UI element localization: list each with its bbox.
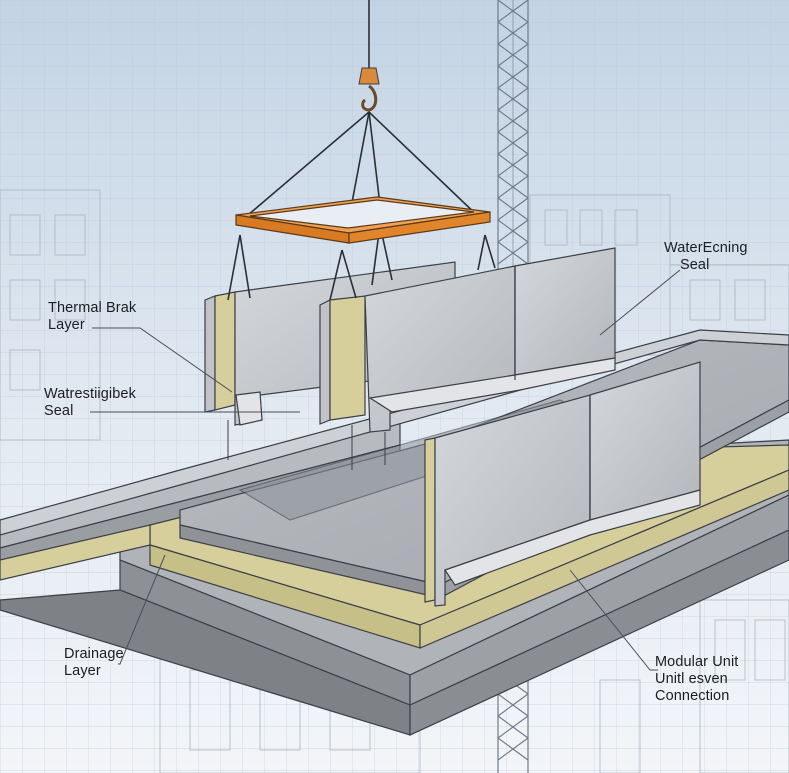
label-line: Connection	[655, 688, 730, 704]
label-line: Drainage	[64, 646, 124, 662]
label-line: Layer	[64, 663, 101, 679]
label-watertight-seal: Watrestiigibek Seal	[44, 386, 136, 420]
crane-hook-icon	[358, 67, 380, 112]
leader-lines	[90, 269, 681, 671]
label-drainage-layer: Drainage Layer	[64, 646, 124, 680]
label-line: Watrestiigibek	[44, 386, 136, 402]
label-line: Unitl esven	[655, 671, 728, 687]
installed-wall-panels	[424, 361, 701, 607]
label-line: Seal	[44, 403, 74, 419]
label-line: WaterEcning	[664, 240, 748, 256]
spreader-beam-icon	[235, 196, 491, 244]
label-line: Layer	[48, 317, 85, 333]
label-line: Seal	[680, 257, 710, 273]
label-thermal-break-layer: Thermal Brak Layer	[48, 300, 136, 334]
label-line: Modular Unit	[655, 654, 739, 670]
label-waterproofing-seal: WaterEcning Seal	[664, 240, 748, 274]
rigging-cables	[227, 0, 496, 301]
label-modular-unit-connection: Modular Unit Unitl esven Connection	[655, 654, 738, 705]
guide-rods	[227, 420, 386, 470]
label-line: Thermal Brak	[48, 300, 137, 316]
lifted-wall-panels	[204, 247, 616, 433]
